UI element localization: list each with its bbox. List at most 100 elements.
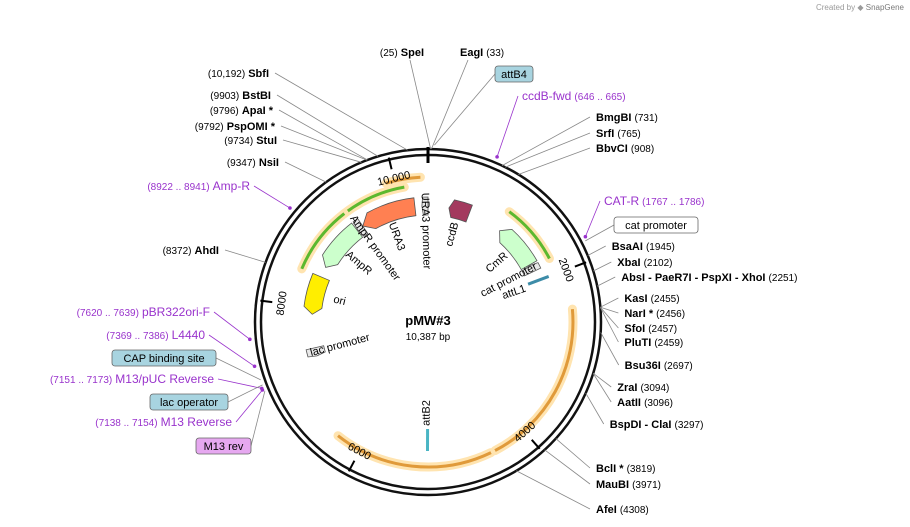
- tick-mark: [387, 157, 393, 170]
- credit-prefix: Created by: [815, 3, 856, 12]
- site-label: (9734) StuI: [224, 135, 277, 147]
- leader-line: [585, 392, 605, 425]
- box-leader: [215, 357, 261, 381]
- tick-label: 2000: [556, 257, 576, 284]
- site-label: SfoI (2457): [624, 323, 677, 335]
- primer-marker: [288, 206, 292, 210]
- primer-name: Amp-R: [213, 179, 251, 193]
- feature-arrow: [499, 228, 538, 271]
- primer-position: (8922 .. 8941): [147, 182, 209, 193]
- site-name: AhdI: [195, 245, 219, 257]
- site-position: (2251): [769, 273, 798, 284]
- site-position: (25): [380, 48, 398, 59]
- snapgene-credit: Created by ◆ SnapGene: [816, 3, 904, 12]
- feature-arcs-layer: [297, 172, 578, 472]
- site-name: EagI: [460, 47, 483, 59]
- primer-leader: [585, 200, 601, 237]
- plasmid-center: pMW#3 10,387 bp: [405, 313, 451, 343]
- leader-line: [409, 59, 432, 150]
- primer-position: (1767 .. 1786): [642, 197, 704, 208]
- site-position: (3819): [627, 464, 656, 475]
- site-name: SbfI: [248, 68, 269, 80]
- site-label: BbvCI (908): [596, 143, 654, 155]
- leader-line: [274, 72, 408, 151]
- site-label: BmgBI (731): [596, 112, 658, 124]
- site-label: (25) SpeI: [380, 47, 424, 59]
- site-position: (2697): [664, 361, 693, 372]
- primer-name: CAT-R: [604, 194, 639, 208]
- tick-mark: [574, 261, 587, 268]
- site-label: AfeI (4308): [596, 504, 649, 516]
- site-label: Bsu36I (2697): [625, 360, 693, 372]
- leader-line: [518, 147, 591, 175]
- leader-line: [587, 245, 606, 256]
- primer-name: L4440: [172, 328, 206, 342]
- site-name: PluTI: [624, 337, 651, 349]
- site-name: XbaI: [617, 257, 640, 269]
- feature-box-label: CAP binding site: [123, 353, 204, 365]
- leader-line: [600, 306, 619, 314]
- leader-line: [600, 297, 619, 308]
- feature-label: CmR: [484, 250, 511, 275]
- primer-leader: [235, 389, 263, 423]
- site-position: (731): [635, 113, 658, 124]
- site-name: SpeI: [401, 47, 424, 59]
- primer-marker: [583, 234, 588, 239]
- leader-line: [592, 373, 612, 403]
- primer-label: CAT-R (1767 .. 1786): [604, 194, 704, 208]
- feature-arc: [508, 210, 551, 260]
- plasmid-name: pMW#3: [405, 313, 451, 328]
- tick-mark: [531, 439, 541, 450]
- site-position: (9903): [210, 91, 239, 102]
- site-name: SrfI: [596, 128, 614, 140]
- primer-position: (7620 .. 7639): [77, 308, 139, 319]
- site-position: (908): [631, 144, 654, 155]
- primer-label: (7620 .. 7639) pBR322ori-F: [77, 305, 210, 319]
- site-label: (9903) BstBI: [210, 90, 271, 102]
- site-label: BspDI - ClaI (3297): [610, 419, 704, 431]
- feature-label: URA3 promoter: [419, 193, 433, 270]
- box-leader: [585, 224, 615, 242]
- site-position: (9796): [210, 106, 239, 117]
- leader-lines-layer: [208, 59, 620, 510]
- snapgene-logo-icon: ◆: [857, 3, 864, 12]
- site-name: SfoI: [624, 323, 645, 335]
- site-name: Bsu36I: [625, 360, 661, 372]
- feature-label: attB2: [421, 400, 433, 426]
- site-position: (765): [617, 129, 640, 140]
- leader-line: [555, 438, 591, 469]
- site-position: (2455): [651, 294, 680, 305]
- leader-line: [280, 125, 368, 161]
- primer-position: (7138 .. 7154): [95, 418, 157, 429]
- leader-line: [505, 132, 591, 168]
- feature-arc: [385, 175, 421, 185]
- leader-line: [597, 276, 616, 287]
- site-position: (33): [486, 48, 504, 59]
- box-leader: [227, 384, 263, 403]
- primer-label: (7369 .. 7386) L4440: [106, 328, 205, 342]
- leader-line: [224, 249, 266, 263]
- box-leader: [434, 73, 496, 146]
- site-label: NarI * (2456): [624, 308, 685, 320]
- feature-box-label: M13 rev: [204, 441, 244, 453]
- leader-line: [516, 470, 591, 510]
- primer-position: (7151 .. 7173): [50, 375, 112, 386]
- site-position: (9792): [195, 122, 224, 133]
- site-label: AbsI - PaeR7I - PspXI - XhoI (2251): [621, 272, 797, 284]
- feature-arrow: [303, 272, 330, 315]
- primer-position: (7369 .. 7386): [106, 331, 168, 342]
- feature-arrow: [305, 345, 326, 358]
- feature-box: [613, 216, 699, 234]
- site-position: (4308): [620, 505, 649, 516]
- primer-label: (7138 .. 7154) M13 Reverse: [95, 415, 232, 429]
- leader-line: [284, 161, 327, 183]
- site-label: AatII (3096): [617, 397, 673, 409]
- site-name: BspDI - ClaI: [610, 419, 672, 431]
- feature-label: ccdB: [443, 221, 461, 248]
- labels-layer: (25) SpeI EagI (33) BmgBI (731) SrfI (765) B…: [50, 47, 797, 516]
- site-name: BmgBI: [596, 112, 631, 124]
- site-label: (9792) PspOMI *: [195, 121, 276, 133]
- site-position: (2457): [648, 324, 677, 335]
- site-name: MauBI: [596, 479, 629, 491]
- site-position: (2102): [644, 258, 673, 269]
